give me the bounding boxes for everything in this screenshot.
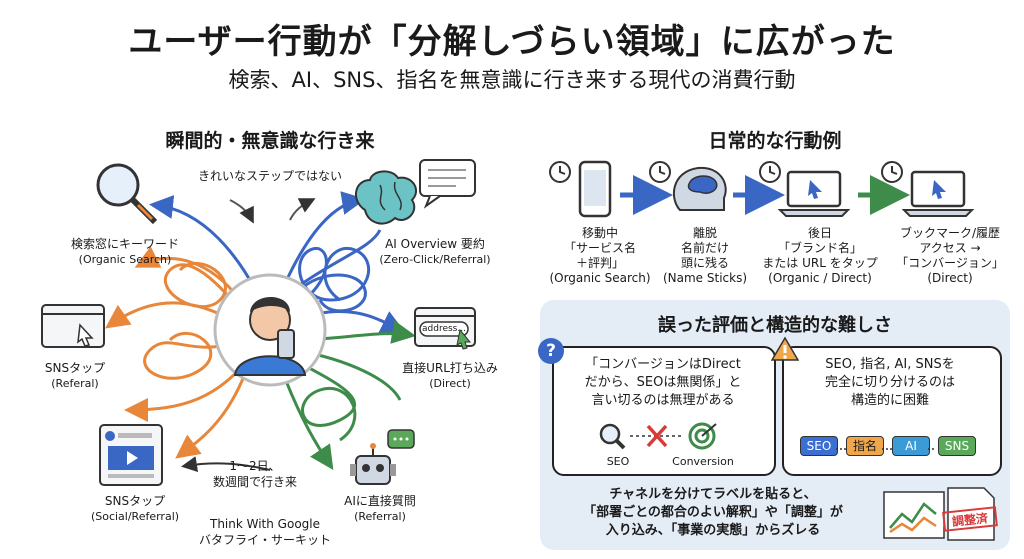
journey-step-4-line1: ブックマーク/履歴 — [899, 226, 1001, 240]
cross-icon — [646, 424, 668, 448]
journey-step-3-line3: または URL をタップ — [762, 256, 878, 270]
node-ai-overview-ja: AI Overview 要約 — [385, 237, 485, 251]
address-bar-text: address... — [422, 324, 466, 334]
source-credit-2: バタフライ・サーキット — [198, 533, 331, 547]
node-ai-overview-en: (Zero-Click/Referral) — [379, 253, 491, 266]
page-title: ユーザー行動が「分解しづらい領域」に広がった — [128, 22, 896, 62]
laptop-cursor-icon — [777, 170, 851, 217]
difficulty-line2: 完全に切り分けるのは — [824, 375, 955, 390]
journey-step-4-line3: 「コンバージョン」 — [896, 256, 1004, 270]
bottom-line3: 入り込み、「事業の実態」からズレる — [605, 523, 821, 538]
browser-window-icon — [41, 304, 105, 348]
video-feed-icon — [99, 424, 163, 486]
difficulty-line3: 構造的に困難 — [850, 393, 929, 408]
node-sns-tap-social-en: (Social/Referral) — [90, 510, 180, 523]
misconception-line3: 言い切るのは無理がある — [591, 393, 735, 408]
time-note-2: 数週間で行き来 — [212, 475, 297, 489]
journey-step-3-line2: 「ブランド名」 — [777, 241, 862, 255]
chip-seo: SEO — [800, 436, 838, 456]
magnifier-icon — [96, 163, 158, 225]
question-icon: ? — [538, 338, 564, 364]
seo-conversion-graphic — [599, 422, 717, 450]
left-section-heading: 瞬間的・無意識な行き来 — [165, 130, 375, 152]
journey-step-1-line4: (Organic Search) — [549, 271, 651, 285]
source-credit-1: Think With Google — [209, 517, 320, 531]
node-ai-direct-question-en: (Referral) — [354, 510, 406, 523]
chip-shimei: 指名 — [846, 436, 884, 456]
journey-step-2: 離脱 名前だけ 頭に残る (Name Sticks) — [655, 226, 755, 286]
robot-icon — [350, 429, 415, 485]
bottom-line2: 「部署ごとの都合のよい解釈」や「調整」が — [583, 505, 843, 520]
misconception-card — [552, 346, 776, 476]
clock-icon — [881, 161, 903, 183]
address-bar-icon — [414, 307, 476, 350]
node-ai-overview: AI Overview 要約 (Zero-Click/Referral) — [355, 236, 515, 268]
time-note-1: 1〜2日、 — [229, 459, 281, 473]
journey-step-1-line1: 移動中 — [581, 226, 618, 240]
channel-chips: SEO 指名 AI SNS — [800, 436, 980, 458]
node-sns-tap-social-ja: SNSタップ — [104, 494, 166, 508]
target-icon — [688, 422, 717, 450]
node-direct-url-ja: 直接URL打ち込み — [402, 361, 498, 375]
difficulty-text: SEO, 指名, AI, SNSを 完全に切り分けるのは 構造的に困難 — [786, 356, 994, 410]
chip-ai: AI — [892, 436, 930, 456]
chip-sns: SNS — [938, 436, 976, 456]
chip-connectors — [836, 448, 936, 450]
node-sns-tap-referal: SNSタップ (Referal) — [20, 360, 130, 392]
misconception-line2: だから、SEOは無関係」と — [584, 375, 742, 390]
source-credit: Think With Google バタフライ・サーキット — [190, 516, 340, 548]
smartphone-icon — [578, 160, 612, 218]
journey-step-2-line1: 離脱 — [692, 226, 717, 240]
journey-step-3-line4: (Organic / Direct) — [768, 271, 872, 285]
journey-step-4-line2: アクセス → — [919, 241, 981, 255]
journey-step-4-line4: (Direct) — [927, 271, 973, 285]
node-ai-direct-question-ja: AIに直接質問 — [344, 494, 416, 508]
node-organic-search-ja: 検索窓にキーワード — [70, 237, 179, 251]
misconception-line1: 「コンバージョンはDirect — [585, 357, 741, 372]
clock-icon — [549, 161, 571, 183]
node-sns-tap-referal-ja: SNSタップ — [44, 361, 106, 375]
head-brain-icon — [673, 166, 727, 211]
clock-icon — [649, 161, 671, 183]
node-ai-direct-question: AIに直接質問 (Referral) — [320, 493, 440, 525]
time-note: 1〜2日、 数週間で行き来 — [190, 458, 320, 490]
bottom-line1: チャネルを分けてラベルを貼ると、 — [609, 487, 817, 502]
brain-icon — [355, 170, 417, 225]
node-direct-url: 直接URL打ち込み (Direct) — [385, 360, 515, 392]
journey-step-3: 後日 「ブランド名」 または URL をタップ (Organic / Direc… — [755, 226, 885, 286]
right-section-heading: 日常的な行動例 — [708, 130, 842, 152]
journey-step-4: ブックマーク/履歴 アクセス → 「コンバージョン」 (Direct) — [885, 226, 1015, 286]
journey-step-2-line2: 名前だけ — [680, 241, 729, 255]
difficulty-line1: SEO, 指名, AI, SNSを — [825, 357, 955, 372]
journey-step-1-line3: ＋評判」 — [575, 256, 624, 270]
node-organic-search-en: (Organic Search) — [78, 253, 172, 266]
node-sns-tap-referal-en: (Referal) — [51, 377, 99, 390]
journey-step-2-line4: (Name Sticks) — [662, 271, 748, 285]
journey-step-3-line1: 後日 — [807, 226, 832, 240]
magnifier-icon — [599, 423, 626, 450]
journey-steps-diagram — [549, 160, 975, 218]
page-subtitle: 検索、AI、SNS、指名を無意識に行き来する現代の消費行動 — [228, 68, 796, 92]
node-organic-search: 検索窓にキーワード (Organic Search) — [40, 236, 210, 268]
node-direct-url-en: (Direct) — [429, 377, 471, 390]
journey-step-1: 移動中 「サービス名 ＋評判」 (Organic Search) — [545, 226, 655, 286]
journey-step-2-line3: 頭に残る — [680, 256, 729, 270]
clock-icon — [759, 161, 781, 183]
node-sns-tap-social: SNSタップ (Social/Referral) — [75, 493, 195, 525]
seo-label: SEO — [606, 455, 630, 468]
warning-icon — [771, 336, 799, 361]
bottom-conclusion: チャネルを分けてラベルを貼ると、 「部署ごとの都合のよい解釈」や「調整」が 入り… — [548, 486, 878, 540]
laptop-cursor-icon — [901, 170, 975, 217]
center-note: きれいなステップではない — [197, 169, 342, 183]
panel-title: 誤った評価と構造的な難しさ — [658, 315, 892, 336]
butterfly-circuit-diagram — [41, 159, 476, 486]
conversion-label: Conversion — [672, 455, 734, 468]
journey-step-1-line2: 「サービス名 — [563, 241, 636, 255]
adjusted-report-icon — [883, 487, 998, 541]
misconception-text: 「コンバージョンはDirect だから、SEOは無関係」と 言い切るのは無理があ… — [556, 356, 770, 410]
chat-bubble-icon — [419, 159, 476, 209]
